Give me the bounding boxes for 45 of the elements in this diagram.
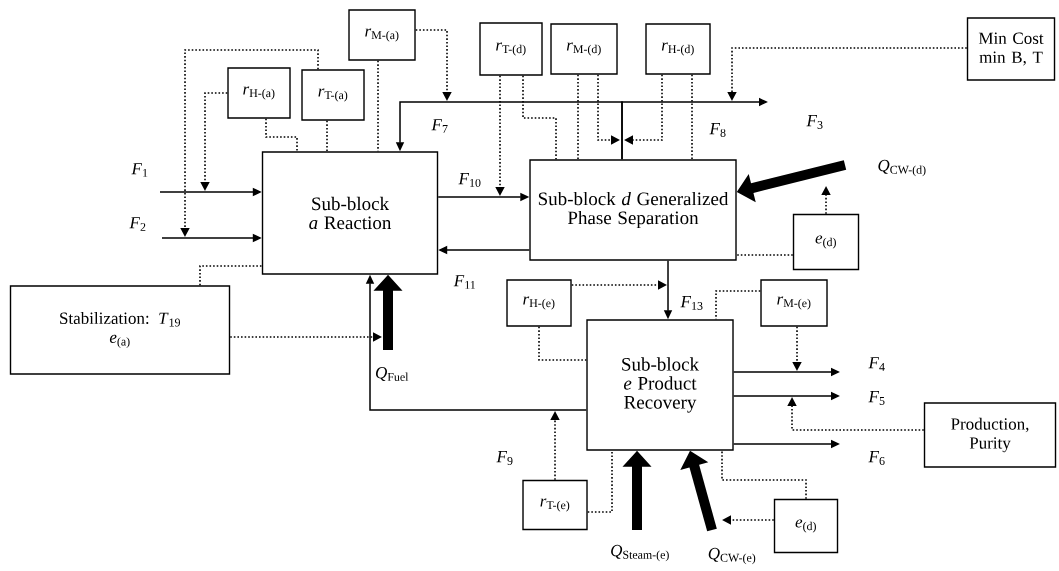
controller-box: r$_{M-(d)}$ xyxy=(550,23,618,75)
edge-label: F$_{4}$ xyxy=(867,356,887,372)
signal-line xyxy=(199,265,263,287)
edge-label: Q$_{Steam-(e)}$ xyxy=(609,543,671,563)
process-box: Sub-block d Generalized Phase Separation xyxy=(529,159,737,261)
edge-label: Q$_{Fuel}$ xyxy=(374,366,410,382)
edge-label: F$_{2}$ xyxy=(128,216,148,232)
edge-label: F$_{7}$ xyxy=(430,118,450,134)
edge-label: F$_{6}$ xyxy=(867,450,887,466)
edge-label: F$_{5}$ xyxy=(867,390,887,406)
edge-label: F$_{3}$ xyxy=(805,114,825,130)
controller-box: r$_{T-(d)}$ xyxy=(479,22,543,76)
controller-box: e$_{(d)}$ xyxy=(773,498,839,554)
signal-line xyxy=(586,449,613,513)
signal-line xyxy=(326,119,328,153)
objective-box: Stabilization: T$_{19}$ e$_{(a)}$ xyxy=(9,285,231,375)
edge-label: F$_{1}$ xyxy=(130,162,150,178)
stream-label: F$_{8}$ xyxy=(708,122,728,138)
signal-arrow xyxy=(229,332,382,342)
edge-label: F$_{9}$ xyxy=(495,450,515,466)
edge-label: F$_{10}$ xyxy=(457,172,483,188)
edge-label: F$_{13}$ xyxy=(679,295,705,311)
signal-line xyxy=(522,74,557,161)
signal-line xyxy=(721,449,807,500)
process-box: Sub-block e Product Recovery xyxy=(586,319,734,451)
controller-box: r$_{H-(d)}$ xyxy=(645,23,711,75)
controller-box: r$_{T-(a)}$ xyxy=(301,69,365,121)
signal-line xyxy=(577,73,579,161)
controller-box: r$_{T-(e)}$ xyxy=(522,479,588,531)
edge-label: Q$_{CW-(d)}$ xyxy=(876,158,928,178)
edge-label: Q$_{CW-(e)}$ xyxy=(706,546,758,566)
edge-label: F$_{11}$ xyxy=(452,274,478,290)
controller-box: r$_{H-(e)}$ xyxy=(506,279,572,327)
signal-line xyxy=(691,73,693,161)
signal-arrow xyxy=(792,325,802,371)
controller-box: r$_{M-(e)}$ xyxy=(760,279,828,327)
signal-line xyxy=(538,325,588,361)
signal-line xyxy=(265,117,298,153)
objective-box: Production, Purity xyxy=(923,402,1057,468)
process-box: Sub-block a Reaction xyxy=(261,151,439,275)
controller-box: e$_{(d)}$ xyxy=(792,213,860,271)
signal-line xyxy=(735,254,794,256)
controller-box: r$_{M-(a)}$ xyxy=(348,9,416,61)
controller-box: r$_{H-(a)}$ xyxy=(227,67,291,119)
objective-box: Min Cost min B, T xyxy=(966,17,1056,81)
